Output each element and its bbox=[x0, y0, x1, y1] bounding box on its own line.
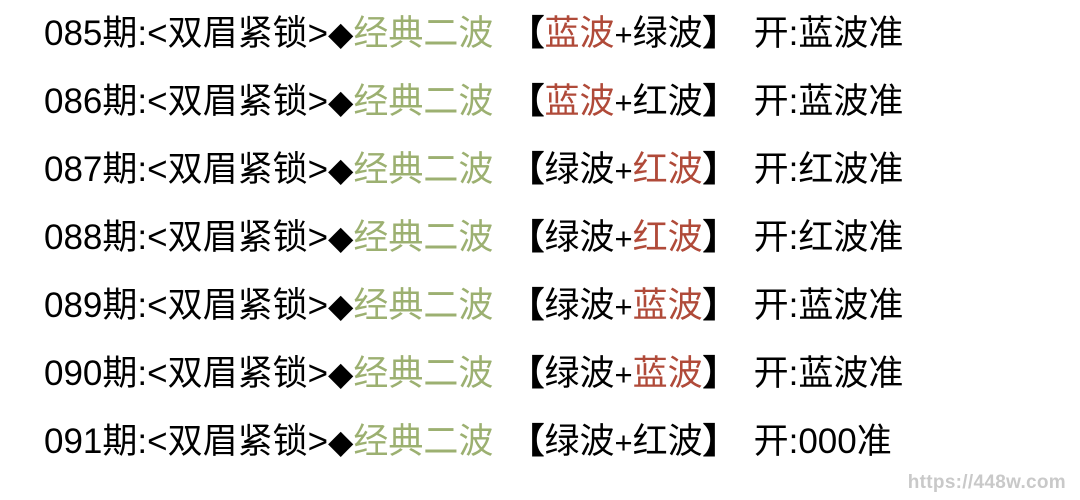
prediction-row: 088期:<双眉紧锁>◆经典二波【绿波+红波】开:红波准 bbox=[44, 204, 1054, 272]
wave-primary: 绿波 bbox=[544, 354, 615, 393]
site-watermark: https://448w.com bbox=[907, 472, 1066, 493]
bracket-open: 【 bbox=[509, 354, 545, 393]
category-label: 经典二波 bbox=[353, 286, 494, 325]
bracket-open: 【 bbox=[509, 218, 545, 257]
bracket-open: 【 bbox=[509, 14, 545, 53]
wave-secondary: 蓝波 bbox=[632, 354, 703, 393]
prediction-row: 091期:<双眉紧锁>◆经典二波【绿波+红波】开:000准 bbox=[44, 408, 1054, 476]
prediction-row: 086期:<双眉紧锁>◆经典二波【蓝波+红波】开:蓝波准 bbox=[44, 68, 1054, 136]
prediction-title: 期:<双眉紧锁> bbox=[102, 354, 329, 393]
prediction-title: 期:<双眉紧锁> bbox=[102, 422, 329, 461]
prediction-row: 087期:<双眉紧锁>◆经典二波【绿波+红波】开:红波准 bbox=[44, 136, 1054, 204]
wave-primary: 绿波 bbox=[544, 218, 615, 257]
bracket-close: 】 bbox=[702, 286, 738, 325]
plus-separator: + bbox=[614, 289, 633, 324]
wave-secondary: 红波 bbox=[632, 150, 703, 189]
diamond-icon: ◆ bbox=[328, 423, 354, 460]
issue-number: 085 bbox=[44, 14, 103, 53]
wave-secondary: 蓝波 bbox=[632, 286, 703, 325]
plus-separator: + bbox=[614, 17, 633, 52]
wave-primary: 绿波 bbox=[544, 422, 615, 461]
result-text: 开:蓝波准 bbox=[753, 82, 904, 121]
bracket-open: 【 bbox=[509, 150, 545, 189]
bracket-close: 】 bbox=[702, 82, 738, 121]
category-label: 经典二波 bbox=[353, 150, 494, 189]
category-label: 经典二波 bbox=[353, 354, 494, 393]
wave-primary: 蓝波 bbox=[544, 82, 615, 121]
diamond-icon: ◆ bbox=[328, 83, 354, 120]
result-text: 开:蓝波准 bbox=[753, 14, 904, 53]
issue-number: 089 bbox=[44, 286, 103, 325]
wave-primary: 蓝波 bbox=[544, 14, 615, 53]
issue-number: 087 bbox=[44, 150, 103, 189]
diamond-icon: ◆ bbox=[328, 219, 354, 256]
wave-secondary: 红波 bbox=[632, 218, 703, 257]
bracket-close: 】 bbox=[702, 14, 738, 53]
issue-number: 086 bbox=[44, 82, 103, 121]
diamond-icon: ◆ bbox=[328, 287, 354, 324]
issue-number: 090 bbox=[44, 354, 103, 393]
bracket-close: 】 bbox=[702, 422, 738, 461]
bracket-open: 【 bbox=[509, 82, 545, 121]
prediction-title: 期:<双眉紧锁> bbox=[102, 150, 329, 189]
wave-secondary: 红波 bbox=[632, 422, 703, 461]
diamond-icon: ◆ bbox=[328, 15, 354, 52]
result-text: 开:蓝波准 bbox=[753, 354, 904, 393]
prediction-title: 期:<双眉紧锁> bbox=[102, 218, 329, 257]
bracket-open: 【 bbox=[509, 422, 545, 461]
result-text: 开:蓝波准 bbox=[753, 286, 904, 325]
prediction-title: 期:<双眉紧锁> bbox=[102, 286, 329, 325]
diamond-icon: ◆ bbox=[328, 151, 354, 188]
prediction-title: 期:<双眉紧锁> bbox=[102, 82, 329, 121]
bracket-close: 】 bbox=[702, 354, 738, 393]
issue-number: 091 bbox=[44, 422, 103, 461]
category-label: 经典二波 bbox=[353, 218, 494, 257]
category-label: 经典二波 bbox=[353, 422, 494, 461]
plus-separator: + bbox=[614, 357, 633, 392]
plus-separator: + bbox=[614, 425, 633, 460]
plus-separator: + bbox=[614, 153, 633, 188]
plus-separator: + bbox=[614, 85, 633, 120]
prediction-row: 085期:<双眉紧锁>◆经典二波【蓝波+绿波】开:蓝波准 bbox=[44, 0, 1054, 68]
bracket-close: 】 bbox=[702, 218, 738, 257]
result-text: 开:000准 bbox=[753, 422, 892, 461]
wave-secondary: 绿波 bbox=[632, 14, 703, 53]
prediction-row: 090期:<双眉紧锁>◆经典二波【绿波+蓝波】开:蓝波准 bbox=[44, 340, 1054, 408]
wave-secondary: 红波 bbox=[632, 82, 703, 121]
bracket-close: 】 bbox=[702, 150, 738, 189]
prediction-title: 期:<双眉紧锁> bbox=[102, 14, 329, 53]
diamond-icon: ◆ bbox=[328, 355, 354, 392]
wave-primary: 绿波 bbox=[544, 286, 615, 325]
result-text: 开:红波准 bbox=[753, 218, 904, 257]
plus-separator: + bbox=[614, 221, 633, 256]
result-text: 开:红波准 bbox=[753, 150, 904, 189]
bracket-open: 【 bbox=[509, 286, 545, 325]
category-label: 经典二波 bbox=[353, 14, 494, 53]
issue-number: 088 bbox=[44, 218, 103, 257]
category-label: 经典二波 bbox=[353, 82, 494, 121]
wave-primary: 绿波 bbox=[544, 150, 615, 189]
prediction-row: 089期:<双眉紧锁>◆经典二波【绿波+蓝波】开:蓝波准 bbox=[44, 272, 1054, 340]
